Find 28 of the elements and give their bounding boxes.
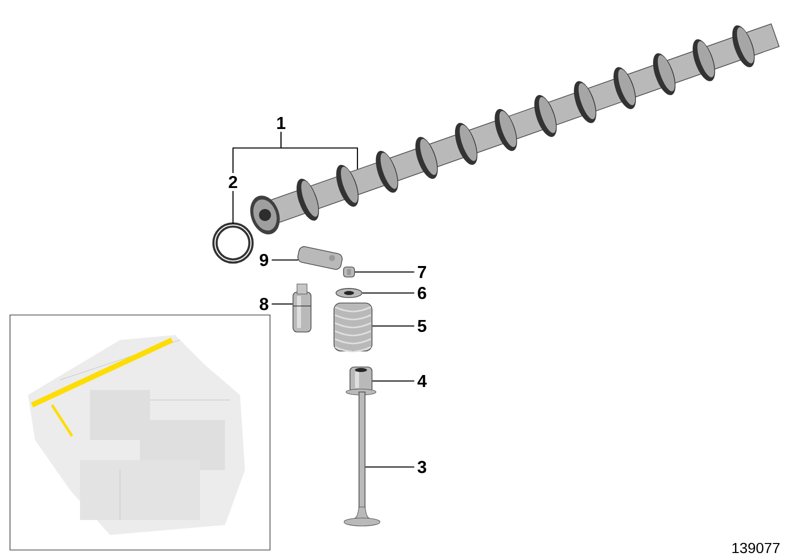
valve-drawing	[344, 392, 380, 526]
valve-keeper-drawing	[343, 266, 355, 278]
callout-number: 6	[418, 286, 426, 300]
leader-line	[362, 292, 414, 294]
spring-retainer-drawing	[336, 288, 362, 298]
callout-number: 4	[417, 375, 427, 387]
callout-number: 1	[277, 117, 286, 129]
o-ring-drawing	[212, 222, 254, 264]
leader-line	[232, 132, 282, 173]
callout-number: 2	[228, 176, 238, 188]
leader-line	[372, 325, 414, 327]
leader-line	[272, 303, 293, 305]
callout-number: 9	[260, 254, 268, 266]
part-number: 139077	[732, 542, 780, 554]
valve-spring-drawing	[334, 302, 372, 352]
valve-stem-seal-drawing	[346, 366, 376, 396]
callout-number: 7	[418, 266, 426, 278]
leader-line	[354, 271, 414, 273]
callout-number: 5	[418, 320, 426, 332]
rocker-arm-drawing	[297, 246, 343, 270]
callout-number: 8	[260, 298, 268, 310]
leader-line	[372, 380, 414, 382]
leader-line	[365, 466, 414, 468]
lifter-drawing	[292, 284, 312, 332]
leader-line	[232, 190, 234, 224]
leader-line	[272, 259, 298, 261]
camshaft-drawing	[250, 23, 780, 234]
callout-number: 3	[418, 460, 426, 474]
